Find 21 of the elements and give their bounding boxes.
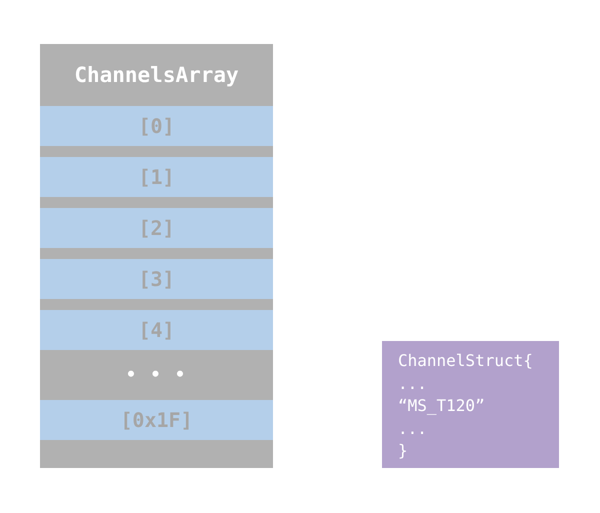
- index-label: [4]: [138, 318, 175, 342]
- array-title: ChannelsArray: [73, 62, 240, 89]
- code-line: ...: [398, 372, 427, 394]
- array-slot: [40, 208, 273, 248]
- struct-box: [382, 341, 559, 468]
- index-label: [1]: [138, 165, 175, 189]
- array-slot: [40, 310, 273, 350]
- code-line: ...: [398, 418, 427, 440]
- code-line: }: [398, 440, 408, 462]
- array-slot: [40, 400, 273, 440]
- index-label: [0]: [138, 114, 175, 138]
- index-label: [2]: [138, 216, 175, 240]
- code-line: ChannelStruct{: [398, 350, 533, 372]
- code-line: “MS_T120”: [398, 395, 485, 417]
- array-column: [40, 44, 273, 468]
- array-slot: [40, 157, 273, 197]
- array-slot: [40, 106, 273, 146]
- array-slot: [40, 259, 273, 299]
- index-label: [0x1F]: [120, 408, 193, 432]
- index-label: [3]: [138, 267, 175, 291]
- ellipsis-mark: • • •: [126, 365, 188, 385]
